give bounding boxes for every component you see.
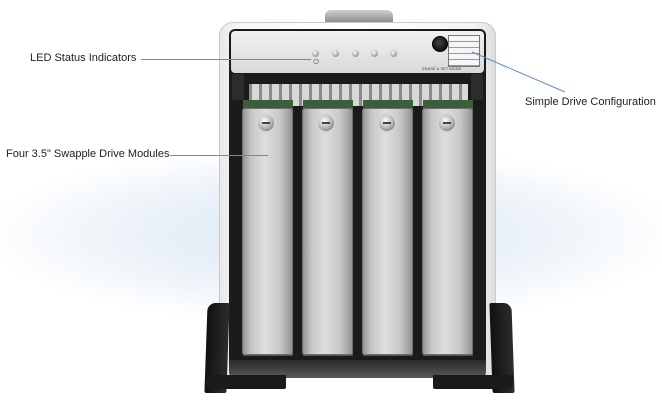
- drives-leader-line: [170, 155, 268, 156]
- config-leader-line: [471, 51, 566, 93]
- drive-tray-2: [302, 108, 353, 355]
- left-foot-base: [206, 375, 286, 389]
- config-caption: ERASE & SET MODE: [422, 66, 462, 71]
- drive-tray-4: [422, 108, 473, 355]
- config-callout-label: Simple Drive Configuration: [525, 96, 656, 108]
- power-icon: ⏻: [313, 59, 319, 66]
- drive-led-2: [352, 50, 359, 57]
- thumbscrew-icon: [258, 115, 274, 131]
- drive-tray-3: [362, 108, 413, 355]
- drives-callout-label: Four 3.5" Swapple Drive Modules: [6, 148, 170, 160]
- led-leader-line: [141, 59, 311, 60]
- left-hinge: [232, 74, 244, 100]
- thumbscrew-icon: [318, 115, 334, 131]
- drive-tray-1: [242, 108, 293, 355]
- config-dial: [432, 36, 448, 52]
- power-led: [312, 50, 319, 57]
- config-table: [448, 35, 480, 67]
- right-foot-base: [433, 375, 513, 389]
- led-callout-label: LED Status Indicators: [30, 52, 137, 64]
- enclosure-bottom: [229, 360, 486, 378]
- thumbscrew-icon: [439, 115, 455, 131]
- right-hinge: [471, 74, 483, 100]
- drive-led-3: [371, 50, 378, 57]
- drive-led-4: [390, 50, 397, 57]
- drive-led-1: [332, 50, 339, 57]
- thumbscrew-icon: [379, 115, 395, 131]
